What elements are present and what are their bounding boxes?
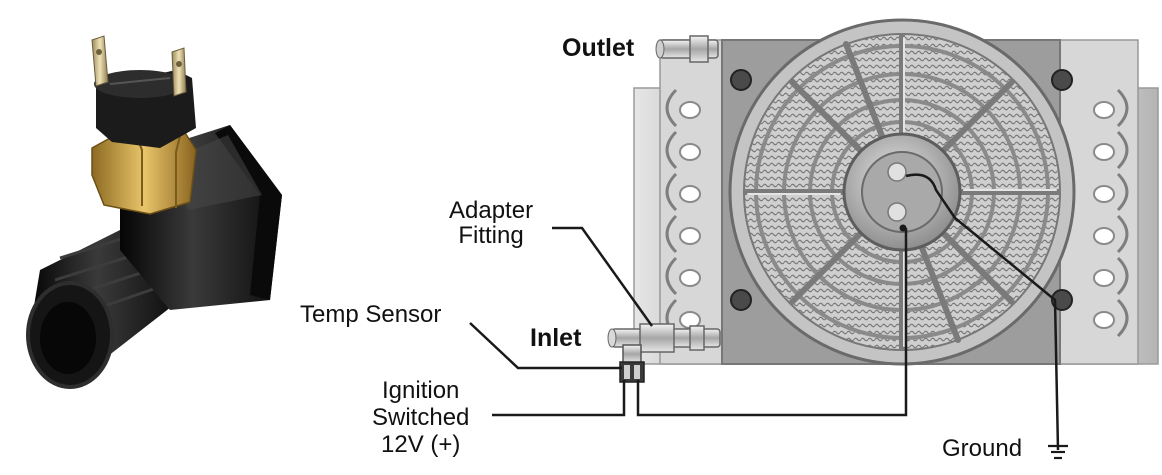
sensor-to-fan-wire — [636, 228, 908, 417]
ignition-switched-label: Ignition Switched 12V (+) — [372, 377, 470, 459]
adapter-fitting-label-line1: Adapter — [449, 197, 534, 224]
ignition-label-line3: 12V (+) — [381, 430, 461, 458]
temp-sensor-label: Temp Sensor — [300, 301, 442, 328]
adapter-fitting-label: Adapter Fitting — [449, 197, 534, 250]
adapter-fitting-leader — [552, 226, 654, 327]
temp-sensor-photo — [26, 35, 282, 389]
ground-wire — [954, 217, 1060, 451]
inlet-fitting — [607, 323, 721, 383]
ignition-label-line2: Switched — [372, 403, 470, 431]
outlet-label: Outlet — [562, 34, 635, 62]
inlet-label: Inlet — [530, 324, 582, 352]
ignition-wire — [492, 380, 626, 417]
electric-fan — [728, 18, 1076, 366]
ignition-label-line1: Ignition — [382, 377, 460, 404]
ground-label: Ground — [942, 435, 1023, 462]
ground-symbol-icon — [1048, 444, 1068, 460]
adapter-fitting-label-line2: Fitting — [458, 222, 524, 250]
wiring-and-leaders — [469, 217, 1060, 451]
temp-sensor-leader — [469, 322, 622, 370]
outlet-fitting — [655, 35, 719, 63]
